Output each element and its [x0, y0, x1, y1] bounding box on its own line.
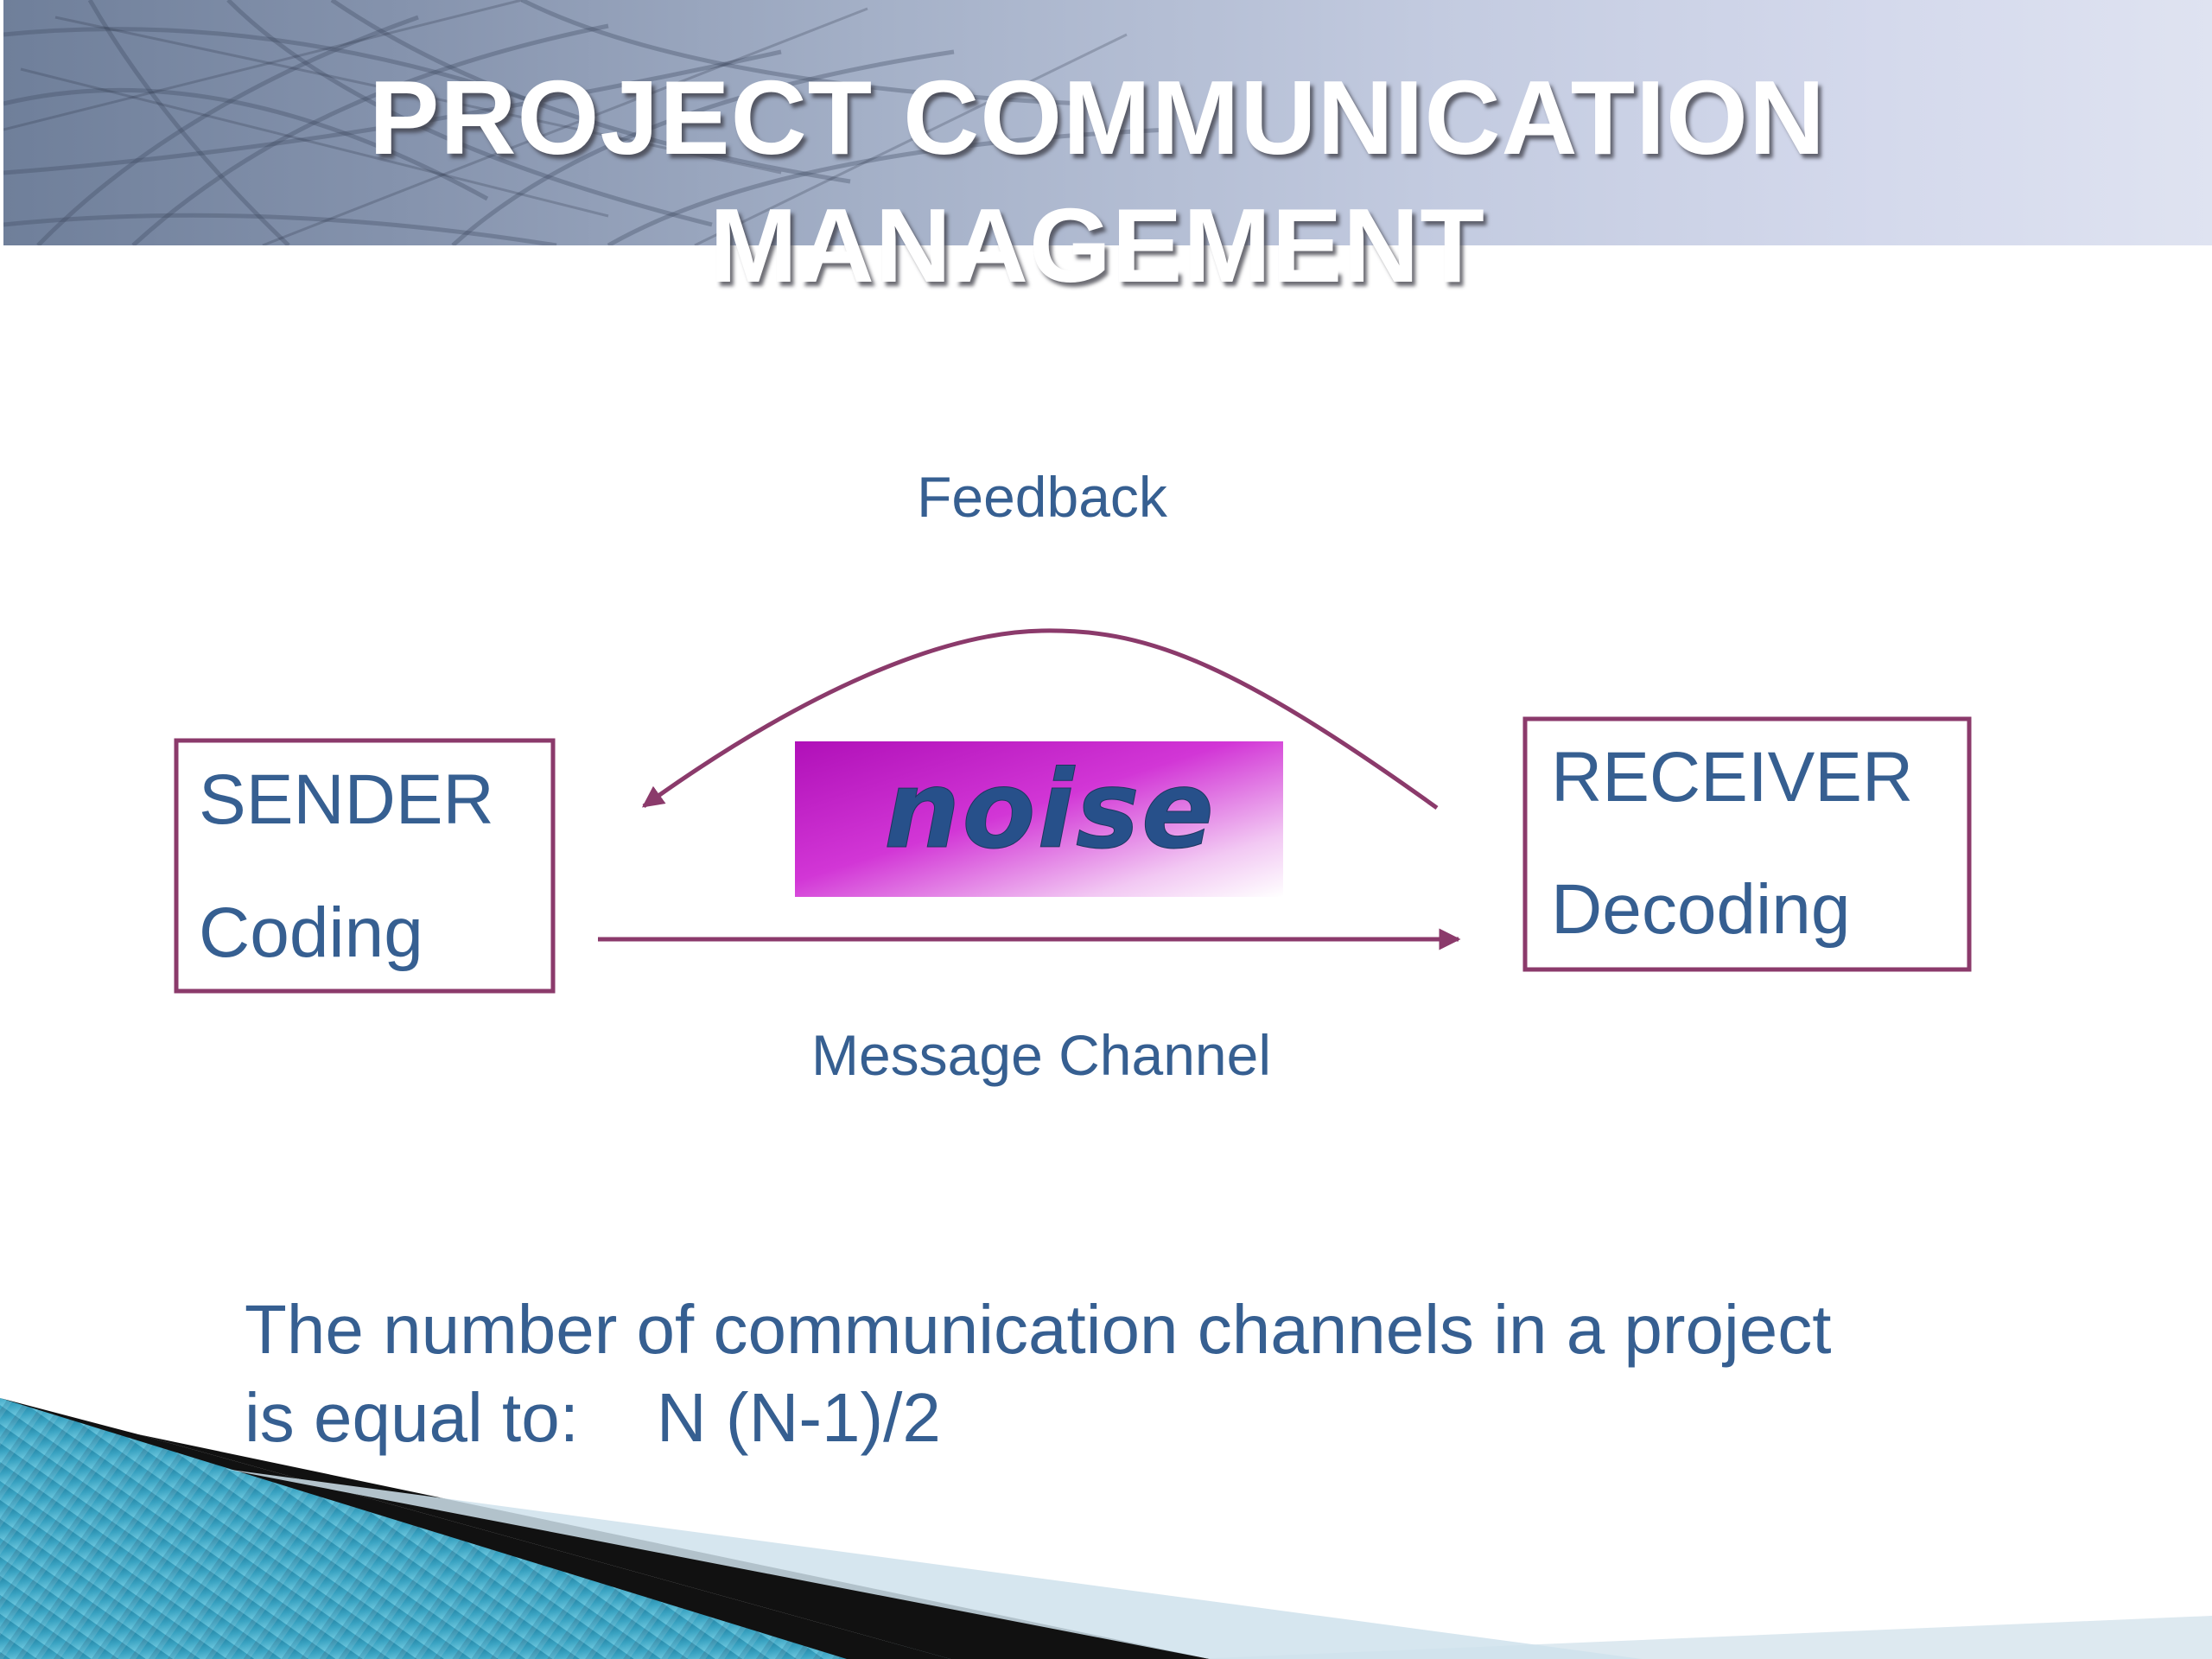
slide-title: PROJECT COMMUNICATION MANAGEMENT	[0, 54, 2195, 309]
receiver-box	[1522, 716, 1972, 972]
receiver-title: RECEIVER	[1551, 738, 1913, 817]
sender-title: SENDER	[199, 760, 494, 839]
slide-title-line-2: MANAGEMENT	[709, 187, 1485, 304]
statement-line-2: is equal to: N (N-1)/2	[245, 1374, 2059, 1462]
header-banner	[3, 0, 2212, 245]
feedback-label: Feedback	[917, 465, 1168, 529]
noise-label: noise	[884, 748, 1216, 873]
statement-prefix: is equal to:	[245, 1379, 579, 1456]
sender-subtitle: Coding	[199, 893, 423, 972]
header-architecture-pattern	[3, 0, 1171, 245]
statement-line-1: The number of communication channels in …	[245, 1291, 1832, 1368]
formula-expression: N (N-1)/2	[656, 1379, 941, 1456]
sender-box	[174, 738, 556, 994]
slide-title-line-1: PROJECT COMMUNICATION	[368, 59, 1827, 176]
receiver-subtitle: Decoding	[1551, 870, 1850, 949]
noise-box	[795, 741, 1283, 897]
message-channel-label: Message Channel	[811, 1023, 1271, 1087]
channel-formula-statement: The number of communication channels in …	[245, 1286, 2059, 1462]
feedback-arrow	[641, 628, 1439, 810]
